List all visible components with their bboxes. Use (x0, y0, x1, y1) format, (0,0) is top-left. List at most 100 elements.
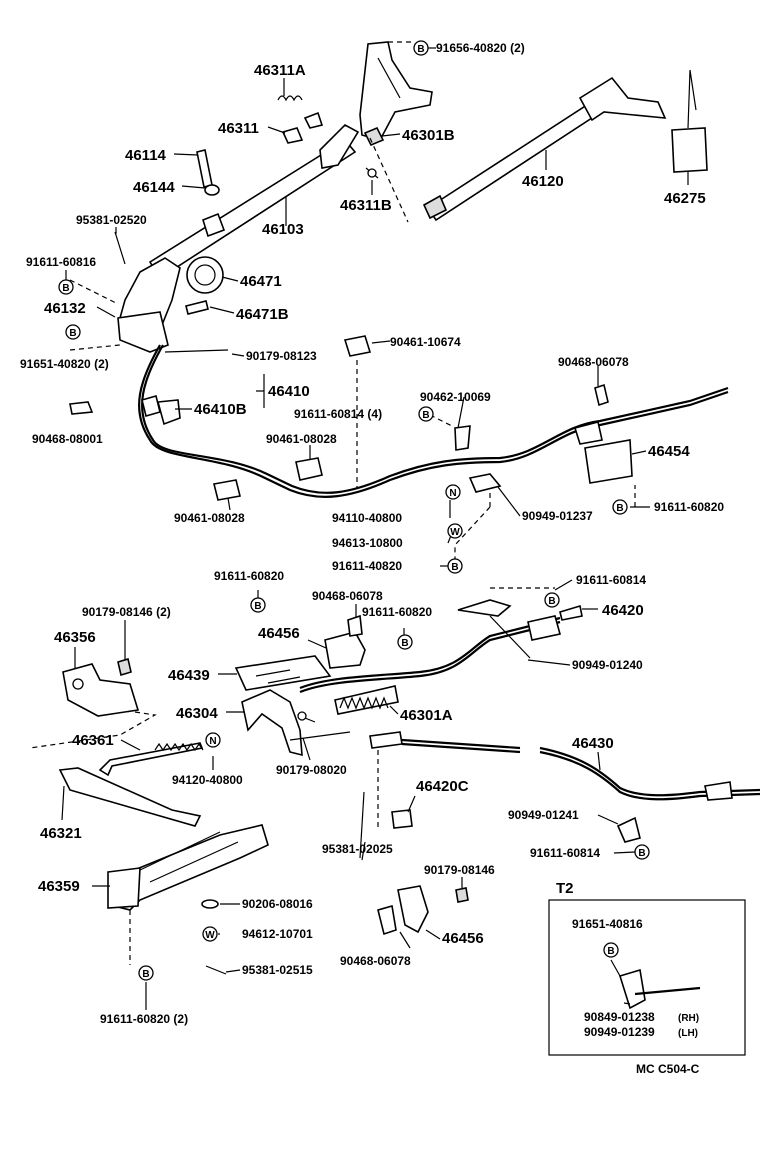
label-90461-10674: 90461-10674 (390, 335, 461, 349)
marker-b-7: B (250, 597, 266, 613)
marker-w-2: W (202, 926, 218, 942)
label-95381-02025: 95381-02025 (322, 842, 393, 856)
label-lh: (LH) (678, 1028, 698, 1039)
t2-detail-box (548, 899, 746, 1056)
clip-90461-08028-lower (213, 479, 241, 501)
leader-lines (61, 47, 689, 1010)
label-90468-08001: 90468-08001 (32, 432, 103, 446)
marker-b-11: B (138, 965, 154, 981)
label-46456-upper: 46456 (258, 625, 300, 642)
label-90179-08020: 90179-08020 (276, 763, 347, 777)
t2-clip (618, 968, 646, 1010)
handle-46120 (426, 101, 600, 222)
label-90461-08028-lower: 90461-08028 (174, 511, 245, 525)
label-94120-40800: 94120-40800 (172, 773, 243, 787)
label-46321: 46321 (40, 825, 82, 842)
pin-46114 (196, 149, 213, 188)
label-91611-60820-top: 91611-60820 (214, 569, 284, 583)
marker-b-2: B (58, 279, 74, 295)
label-90468-06078-top: 90468-06078 (558, 355, 629, 369)
label-90179-08123: 90179-08123 (246, 349, 317, 363)
label-46439: 46439 (168, 667, 210, 684)
bracket-46454 (584, 439, 633, 484)
bracket-46356 (62, 663, 140, 717)
cable-end-46420 (527, 615, 561, 641)
pin-46471b (185, 300, 209, 315)
spring-46301a (334, 685, 399, 715)
svg-text:B: B (548, 596, 555, 607)
label-91651-40816: 91651-40816 (572, 917, 643, 931)
svg-text:B: B (422, 410, 429, 421)
svg-text:B: B (62, 283, 69, 294)
label-91611-60820-mid: 91611-60820 (362, 605, 432, 619)
svg-text:B: B (69, 328, 76, 339)
marker-b-12: B (603, 942, 619, 958)
label-46311a: 46311A (254, 62, 306, 79)
label-90949-01239: 90949-01239 (584, 1025, 655, 1039)
marker-n-1: N (445, 484, 461, 500)
label-46132: 46132 (44, 300, 86, 317)
svg-text:B: B (401, 638, 408, 649)
label-91611-60820-right: 91611-60820 (654, 500, 724, 514)
svg-text:B: B (451, 562, 458, 573)
cable-end-46410b (141, 395, 161, 417)
marker-b-8: B (544, 592, 560, 608)
label-95381-02520: 95381-02520 (76, 213, 147, 227)
marker-b-3: B (65, 324, 81, 340)
label-90468-06078-mid: 90468-06078 (312, 589, 383, 603)
label-46420: 46420 (602, 602, 644, 619)
label-46356: 46356 (54, 629, 96, 646)
label-90949-01241: 90949-01241 (508, 808, 579, 822)
label-91611-60814-4: 91611-60814 (4) (294, 407, 382, 421)
label-46410: 46410 (268, 383, 310, 400)
plate-46321 (58, 767, 202, 827)
diagram-code: MC C504-C (636, 1062, 700, 1076)
pulley-46471 (186, 256, 224, 294)
label-95381-02515: 95381-02515 (242, 963, 313, 977)
clip-90949-01241 (616, 816, 641, 843)
bracket-46456-lower (397, 885, 429, 934)
label-46430: 46430 (572, 735, 614, 752)
label-90462-10069: 90462-10069 (420, 390, 491, 404)
cable-end-46420c (369, 731, 403, 749)
label-90179-08146-2: 90179-08146 (2) (82, 605, 171, 619)
label-46311: 46311 (218, 120, 259, 137)
marker-w-1: W (447, 523, 463, 539)
marker-n-2: N (205, 732, 221, 748)
marker-b-5: B (447, 558, 463, 574)
label-rh: (RH) (678, 1013, 699, 1024)
svg-text:B: B (417, 44, 424, 55)
clip-90461-08028-upper (295, 457, 323, 481)
label-90206-08016: 90206-08016 (242, 897, 313, 911)
marker-b-6: B (612, 499, 628, 515)
label-46359: 46359 (38, 878, 80, 895)
marker-b-10: B (634, 844, 650, 860)
label-94613-10800: 94613-10800 (332, 536, 403, 550)
label-46454: 46454 (648, 443, 690, 460)
svg-text:N: N (449, 488, 456, 499)
label-90949-01237: 90949-01237 (522, 509, 593, 523)
label-91611-60820-2: 91611-60820 (2) (100, 1012, 188, 1026)
label-46114: 46114 (125, 147, 167, 164)
label-46410b: 46410B (194, 401, 247, 418)
label-46103: 46103 (262, 221, 304, 238)
label-91611-60814-lower: 91611-60814 (530, 846, 600, 860)
svg-text:B: B (254, 601, 261, 612)
label-90949-01240: 90949-01240 (572, 658, 643, 672)
clip-46311 (281, 127, 304, 144)
svg-text:B: B (607, 946, 614, 957)
svg-text:N: N (209, 736, 216, 747)
label-46301b: 46301B (402, 127, 455, 144)
nut-46301b (363, 126, 385, 147)
circle-markers: B B B B N W B B B B B N B W B B (58, 40, 650, 981)
label-91611-60814-right: 91611-60814 (576, 573, 646, 587)
svg-text:W: W (205, 930, 215, 941)
svg-text:B: B (616, 503, 623, 514)
plate-46439 (234, 655, 332, 691)
label-46361: 46361 (72, 732, 114, 749)
washer-46144 (204, 184, 220, 196)
label-90461-08028-upper: 90461-08028 (266, 432, 337, 446)
label-46301a: 46301A (400, 707, 453, 724)
label-46144: 46144 (133, 179, 175, 196)
